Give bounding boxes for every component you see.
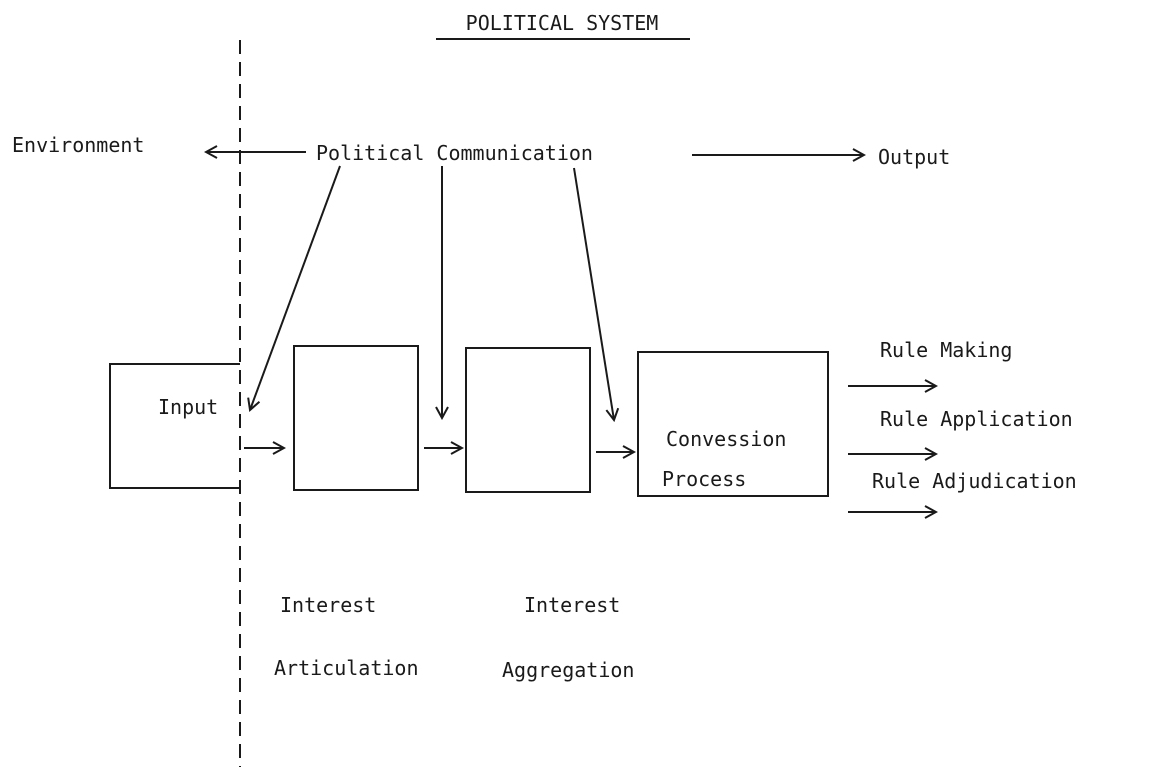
arrow-comm-to-input bbox=[250, 165, 341, 410]
interest-articulation-box bbox=[293, 345, 419, 491]
interest-articulation-label-2: Articulation bbox=[274, 656, 419, 680]
environment-label: Environment bbox=[12, 133, 144, 157]
input-box bbox=[109, 363, 240, 489]
rule-adjudication-label: Rule Adjudication bbox=[872, 469, 1077, 493]
rule-making-label: Rule Making bbox=[880, 338, 1012, 362]
diagram-title: POLITICAL SYSTEM bbox=[466, 11, 659, 35]
interest-articulation-label-1: Interest bbox=[280, 593, 376, 617]
interest-aggregation-label-1: Interest bbox=[524, 593, 620, 617]
interest-aggregation-box bbox=[465, 347, 591, 493]
arrow-comm-to-aggregation bbox=[573, 167, 614, 420]
rule-application-label: Rule Application bbox=[880, 407, 1073, 431]
convession-label: Convession bbox=[666, 427, 786, 451]
interest-aggregation-label-2: Aggregation bbox=[502, 658, 634, 682]
conversion-process-box bbox=[637, 351, 829, 497]
process-label: Process bbox=[662, 467, 746, 491]
output-label: Output bbox=[878, 145, 950, 169]
input-label: Input bbox=[158, 395, 218, 419]
political-communication-label: Political Communication bbox=[316, 141, 593, 165]
